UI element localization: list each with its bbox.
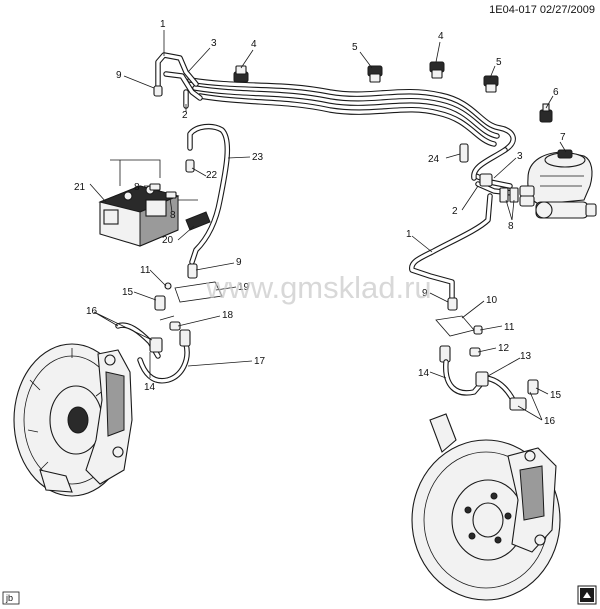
callout-14-right: 14 xyxy=(418,368,430,379)
brake-pipe-master-cylinder xyxy=(471,147,515,196)
callout-5-left: 5 xyxy=(352,42,358,53)
brake-pipe-upper-left xyxy=(155,52,203,109)
nut-9-upper xyxy=(153,85,163,97)
abs-modulator xyxy=(98,159,198,247)
brake-caliper-left xyxy=(39,349,133,493)
callout-11-right: 11 xyxy=(504,322,515,333)
fitting-24 xyxy=(459,143,469,163)
corner-mark-text: jb xyxy=(5,593,13,603)
bolt-8-b xyxy=(165,191,177,199)
callout-3-upper: 3 xyxy=(211,38,217,49)
callout-2-upper: 2 xyxy=(182,110,188,121)
corner-mark: jb xyxy=(2,591,20,605)
callout-19: 19 xyxy=(238,282,250,293)
callout-10: 10 xyxy=(486,295,498,306)
callout-9-left: 9 xyxy=(236,257,242,268)
brake-hose-right xyxy=(435,297,539,411)
callout-8-lower: 8 xyxy=(170,210,176,221)
pipe-clip-5-left xyxy=(367,65,383,83)
callout-13: 13 xyxy=(520,351,532,362)
callout-labels: 1 3 4 5 4 5 6 7 9 2 23 24 3 21 8 8 22 2 … xyxy=(74,19,566,427)
callout-5-right: 5 xyxy=(496,57,502,68)
callout-15-left: 15 xyxy=(122,287,134,298)
brake-pipe-23 xyxy=(187,123,231,265)
callout-6: 6 xyxy=(553,87,559,98)
master-cylinder xyxy=(519,149,597,219)
junction-block-3-right xyxy=(479,173,493,187)
leader-lines xyxy=(89,30,567,421)
callout-15-right: 15 xyxy=(550,390,562,401)
callout-23: 23 xyxy=(252,152,264,163)
orientation-badge-icon xyxy=(577,585,597,605)
bolt-8-a xyxy=(149,183,161,191)
callout-16-right: 16 xyxy=(544,416,556,427)
diagram-reference-number: 1E04-017 02/27/2009 xyxy=(489,4,595,16)
callout-9-right: 9 xyxy=(422,288,428,299)
fitting-22 xyxy=(185,159,195,173)
callout-8-upper: 8 xyxy=(134,182,140,193)
callout-24: 24 xyxy=(428,154,440,165)
callout-17: 17 xyxy=(254,356,266,367)
callout-2-right: 2 xyxy=(452,206,458,217)
callout-4-right: 4 xyxy=(438,31,444,42)
callout-7: 7 xyxy=(560,132,566,143)
pipe-clip-6 xyxy=(539,103,553,123)
callout-3-right: 3 xyxy=(517,151,523,162)
callout-12: 12 xyxy=(498,343,510,354)
callout-21: 21 xyxy=(74,182,86,193)
callout-4-left: 4 xyxy=(251,39,257,50)
pipe-clip-4-right xyxy=(429,61,445,79)
brake-pipe-bundle xyxy=(187,77,516,153)
callout-16-left: 16 xyxy=(86,306,98,317)
pipe-clip-4-left xyxy=(233,65,249,83)
callout-1-right: 1 xyxy=(406,229,412,240)
callout-11-left: 11 xyxy=(140,265,151,276)
callout-8-right: 8 xyxy=(508,221,514,232)
pipe-clip-5-right xyxy=(483,75,499,93)
callout-1-upper: 1 xyxy=(160,19,166,30)
callout-22: 22 xyxy=(206,170,218,181)
callout-14-left: 14 xyxy=(144,382,156,393)
callout-18: 18 xyxy=(222,310,234,321)
watermark-text: www.gmsklad.ru xyxy=(205,270,432,305)
callout-9-upper: 9 xyxy=(116,70,122,81)
callout-20: 20 xyxy=(162,235,174,246)
brake-caliper-right xyxy=(429,413,557,553)
bracket-20 xyxy=(185,211,211,231)
